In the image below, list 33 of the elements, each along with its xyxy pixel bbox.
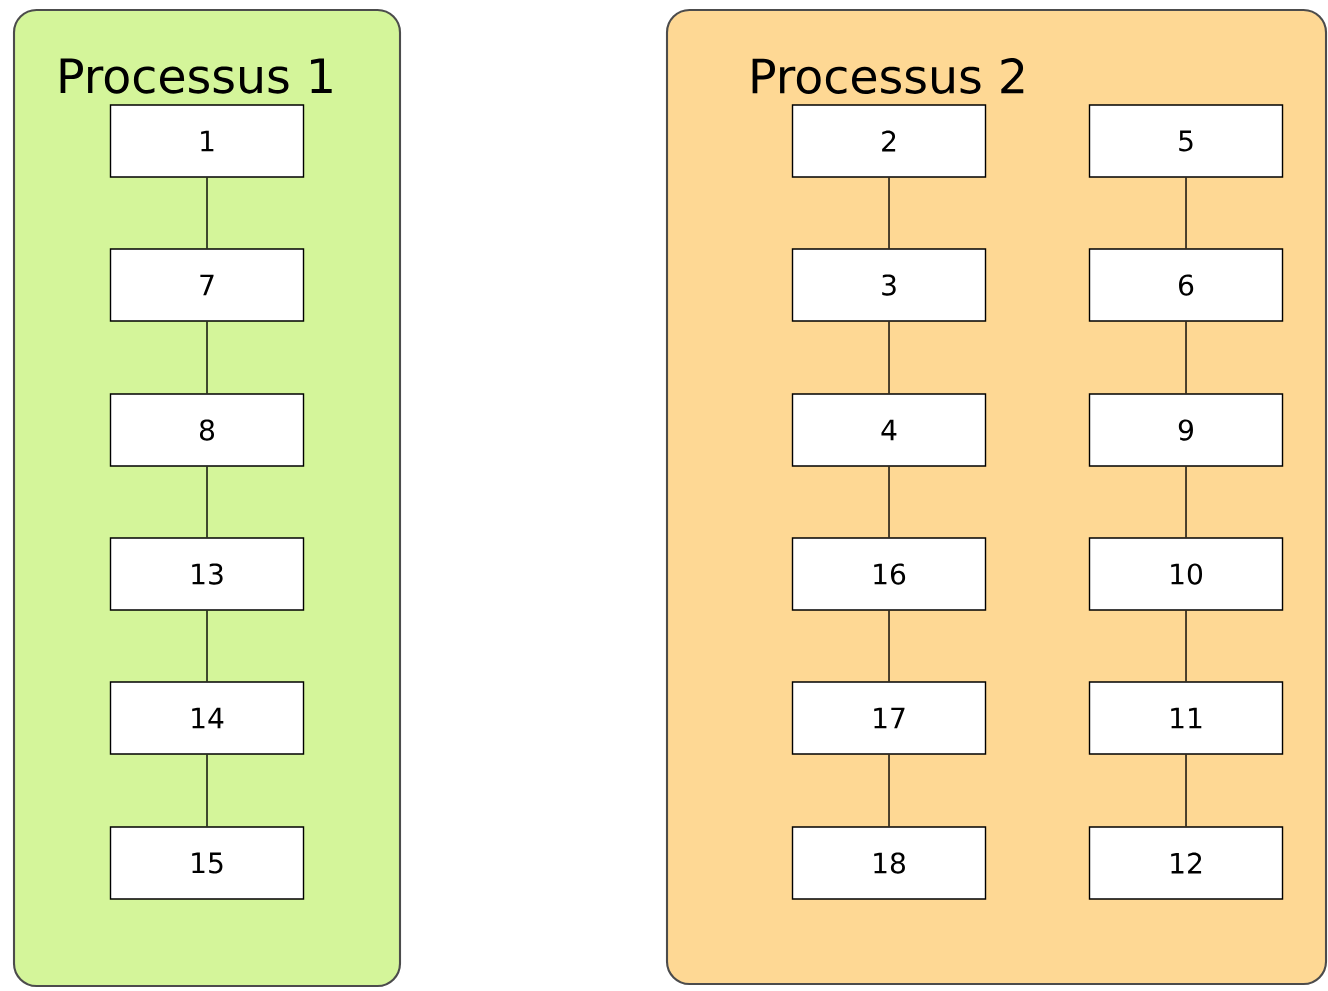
connector-line: [1185, 177, 1187, 249]
process-box: 6: [1088, 248, 1284, 322]
connector-line: [888, 466, 890, 538]
process-box: 1: [109, 104, 305, 178]
process-box: 12: [1088, 826, 1284, 900]
process-box: 2: [791, 104, 987, 178]
process-box: 4: [791, 393, 987, 467]
connector-line: [206, 321, 208, 394]
connector-line: [888, 610, 890, 682]
connector-line: [206, 754, 208, 827]
connector-line: [1185, 321, 1187, 394]
process-box: 7: [109, 248, 305, 322]
process-box: 5: [1088, 104, 1284, 178]
process-box: 11: [1088, 681, 1284, 755]
connector-line: [206, 610, 208, 682]
process-box: 10: [1088, 537, 1284, 611]
process-box: 13: [109, 537, 305, 611]
connector-line: [888, 177, 890, 249]
process-box: 16: [791, 537, 987, 611]
connector-line: [1185, 466, 1187, 538]
connector-line: [1185, 754, 1187, 827]
process-box: 14: [109, 681, 305, 755]
process-box: 17: [791, 681, 987, 755]
process-box: 18: [791, 826, 987, 900]
process-box: 8: [109, 393, 305, 467]
process-box: 15: [109, 826, 305, 900]
connector-line: [206, 466, 208, 538]
connector-line: [888, 321, 890, 394]
connector-line: [206, 177, 208, 249]
connector-line: [1185, 610, 1187, 682]
process-box: 9: [1088, 393, 1284, 467]
process-box: 3: [791, 248, 987, 322]
connector-line: [888, 754, 890, 827]
